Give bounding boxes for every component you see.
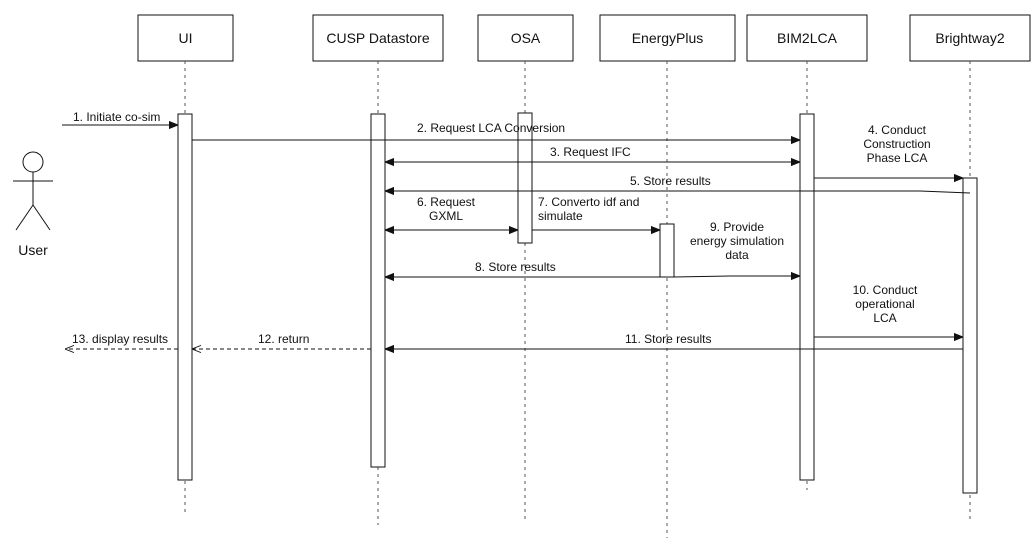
- actor-left-leg: [15, 204, 34, 231]
- activation-bar: [962, 177, 978, 494]
- message-label: 1. Initiate co-sim: [73, 110, 160, 124]
- message-label: 2. Request LCA Conversion: [417, 121, 565, 135]
- activation-bar: [517, 112, 533, 244]
- participant-label: EnergyPlus: [632, 30, 704, 46]
- actor-label: User: [18, 242, 48, 258]
- message-2: 2. Request LCA Conversion: [192, 121, 800, 140]
- participant-box: [909, 14, 1031, 62]
- message-label: 10. Conduct: [853, 283, 918, 297]
- actor-head: [22, 151, 44, 173]
- message-label: energy simulation: [690, 234, 784, 248]
- actor-right-leg: [32, 204, 51, 231]
- message-label: LCA: [873, 311, 896, 325]
- participant-box: [312, 14, 444, 62]
- message-5: 5. Store results: [385, 174, 971, 193]
- participant-cusp: CUSP Datastore: [312, 14, 444, 525]
- participant-box: [477, 14, 574, 62]
- message-13: 13. display results: [65, 332, 178, 349]
- activation-bar: [659, 223, 675, 278]
- message-3: 3. Request IFC: [385, 145, 800, 162]
- message-label: Phase LCA: [867, 151, 928, 165]
- message-label: 7. Converto idf and: [538, 195, 639, 209]
- message-label: 9. Provide: [710, 220, 764, 234]
- message-label: 11. Store results: [625, 332, 711, 346]
- activation-bar: [177, 113, 193, 481]
- message-label: data: [725, 248, 749, 262]
- message-label: 5. Store results: [630, 174, 711, 188]
- participant-ui: UI: [137, 14, 234, 515]
- message-label: 4. Conduct: [868, 123, 927, 137]
- participant-osa: OSA: [477, 14, 574, 523]
- participant-label: BIM2LCA: [777, 30, 838, 46]
- participant-label: Brightway2: [935, 30, 1004, 46]
- message-label: GXML: [429, 209, 463, 223]
- participant-bim2lca: BIM2LCA: [746, 14, 868, 490]
- message-label: 12. return: [258, 332, 309, 346]
- message-label: 3. Request IFC: [550, 145, 631, 159]
- user-actor: User: [13, 151, 53, 258]
- message-arrow: [673, 276, 800, 277]
- activation-bar: [370, 113, 386, 468]
- message-label: 6. Request: [417, 195, 476, 209]
- message-11: 11. Store results: [385, 332, 963, 349]
- participant-box: [137, 14, 234, 62]
- message-label: Construction: [863, 137, 930, 151]
- message-arrow: [385, 191, 971, 193]
- activation-bar: [799, 113, 815, 481]
- participant-box: [746, 14, 868, 62]
- message-8: 8. Store results: [385, 260, 660, 277]
- message-label: 8. Store results: [475, 260, 556, 274]
- participant-brightway2: Brightway2: [909, 14, 1031, 520]
- message-label: operational: [855, 297, 914, 311]
- message-1: 1. Initiate co-sim: [62, 110, 178, 125]
- message-label: 13. display results: [72, 332, 168, 346]
- message-label: simulate: [538, 209, 583, 223]
- participant-label: UI: [179, 30, 193, 46]
- message-12: 12. return: [192, 332, 371, 349]
- participant-label: CUSP Datastore: [326, 30, 429, 46]
- participant-label: OSA: [511, 30, 541, 46]
